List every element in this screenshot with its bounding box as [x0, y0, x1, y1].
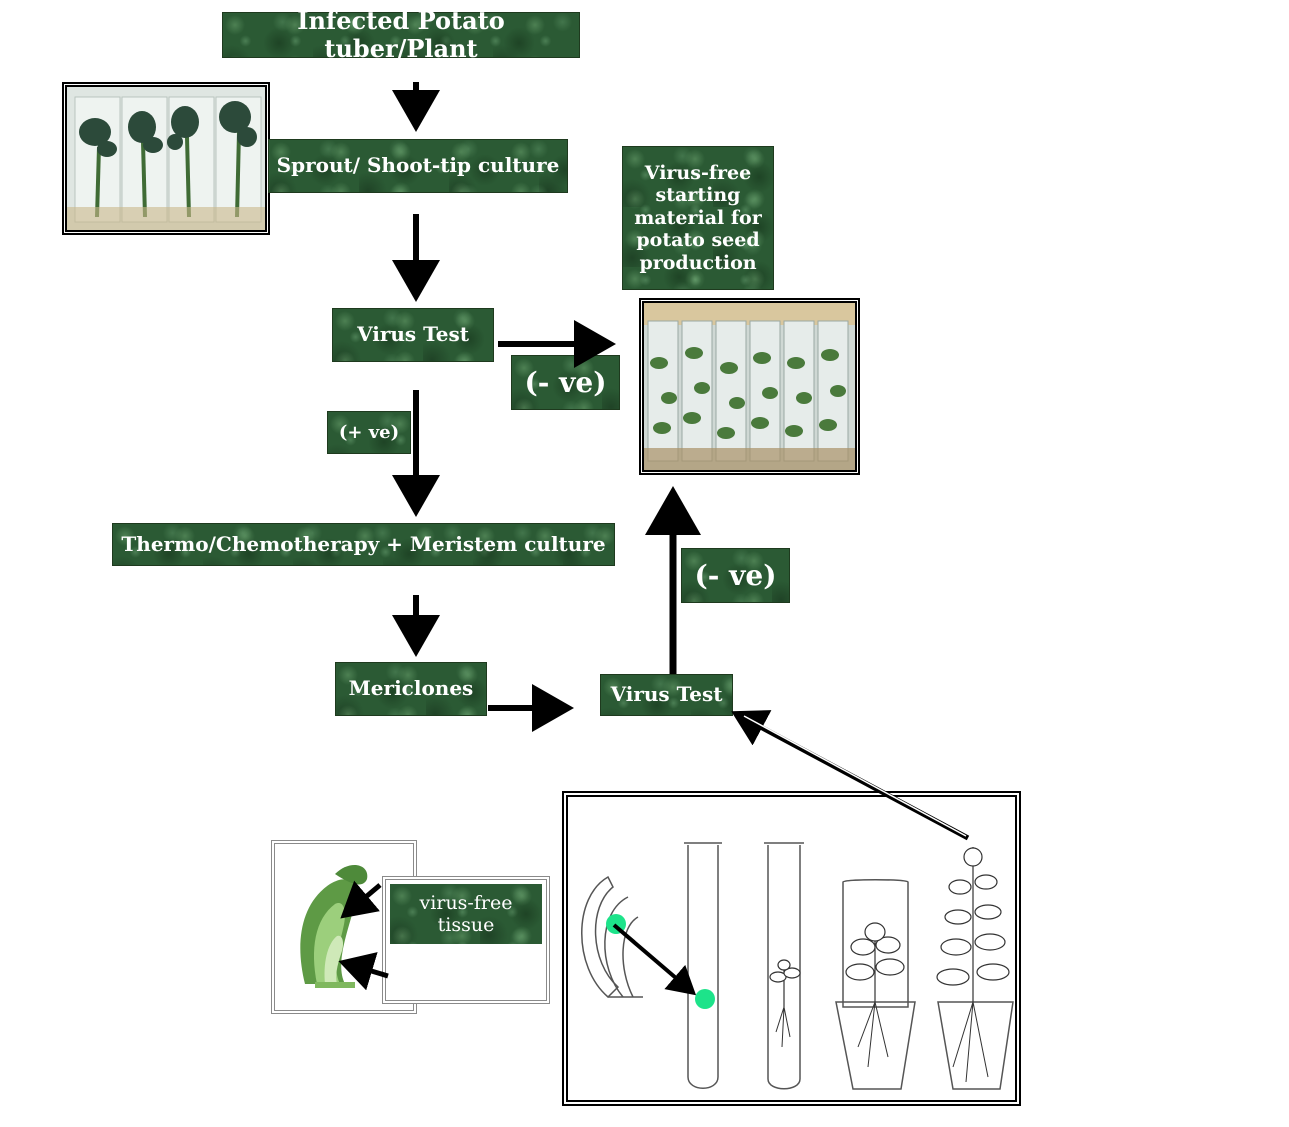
positive-result-label: (+ ve)	[338, 421, 400, 443]
sprout-culture-box: Sprout/ Shoot-tip culture	[268, 139, 568, 193]
sprout-culture-label: Sprout/ Shoot-tip culture	[276, 153, 560, 178]
shoot-culture-photo	[62, 82, 270, 235]
positive-result-box: (+ ve)	[327, 411, 411, 454]
therapy-box: Thermo/Chemotherapy + Meristem culture	[112, 523, 615, 566]
mericlones-box: Mericlones	[335, 662, 487, 716]
result-line: material for	[634, 206, 762, 229]
result-line: production	[639, 251, 757, 274]
result-line: starting	[655, 184, 741, 207]
infected-potato-label: Infected Potato tuber/Plant	[297, 5, 505, 63]
virus-free-material-box: Virus-free starting material for potato …	[622, 146, 774, 290]
arrow-tissue-to-meristem-2	[338, 952, 389, 991]
negative-result-label-1: (- ve)	[524, 365, 607, 399]
mericlones-label: Mericlones	[348, 676, 474, 701]
virus-test-box-1: Virus Test	[332, 308, 494, 362]
virus-free-tissue-frame: virus-free tissue	[382, 876, 550, 1004]
virus-test-label-1: Virus Test	[357, 322, 469, 347]
tissue-line: tissue	[437, 914, 495, 936]
tissue-line: virus-free	[419, 891, 513, 914]
result-line: potato seed	[636, 229, 760, 252]
meristem-to-plant-sequence-illustration	[581, 842, 1014, 1090]
virus-free-tissue-box: virus-free tissue	[390, 884, 542, 944]
arrow-tissue-to-meristem-1	[340, 880, 382, 919]
therapy-label: Thermo/Chemotherapy + Meristem culture	[121, 531, 606, 556]
negative-result-label-2: (- ve)	[694, 558, 777, 592]
virus-free-plantlets-in-tubes-photo	[644, 303, 855, 470]
virus-test-label-2: Virus Test	[610, 682, 723, 707]
result-line: Virus-free	[644, 161, 752, 184]
potato-shoot-culture-photo	[67, 87, 265, 230]
virus-free-tubes-photo	[639, 298, 860, 475]
arrow-meristem-to-tube	[612, 923, 697, 996]
virus-test-box-2: Virus Test	[600, 674, 733, 716]
negative-result-box-1: (- ve)	[511, 355, 620, 410]
negative-result-box-2: (- ve)	[681, 548, 790, 603]
arrow-plant-to-test	[731, 710, 970, 841]
infected-potato-box: Infected Potato tuber/Plant	[222, 6, 580, 63]
